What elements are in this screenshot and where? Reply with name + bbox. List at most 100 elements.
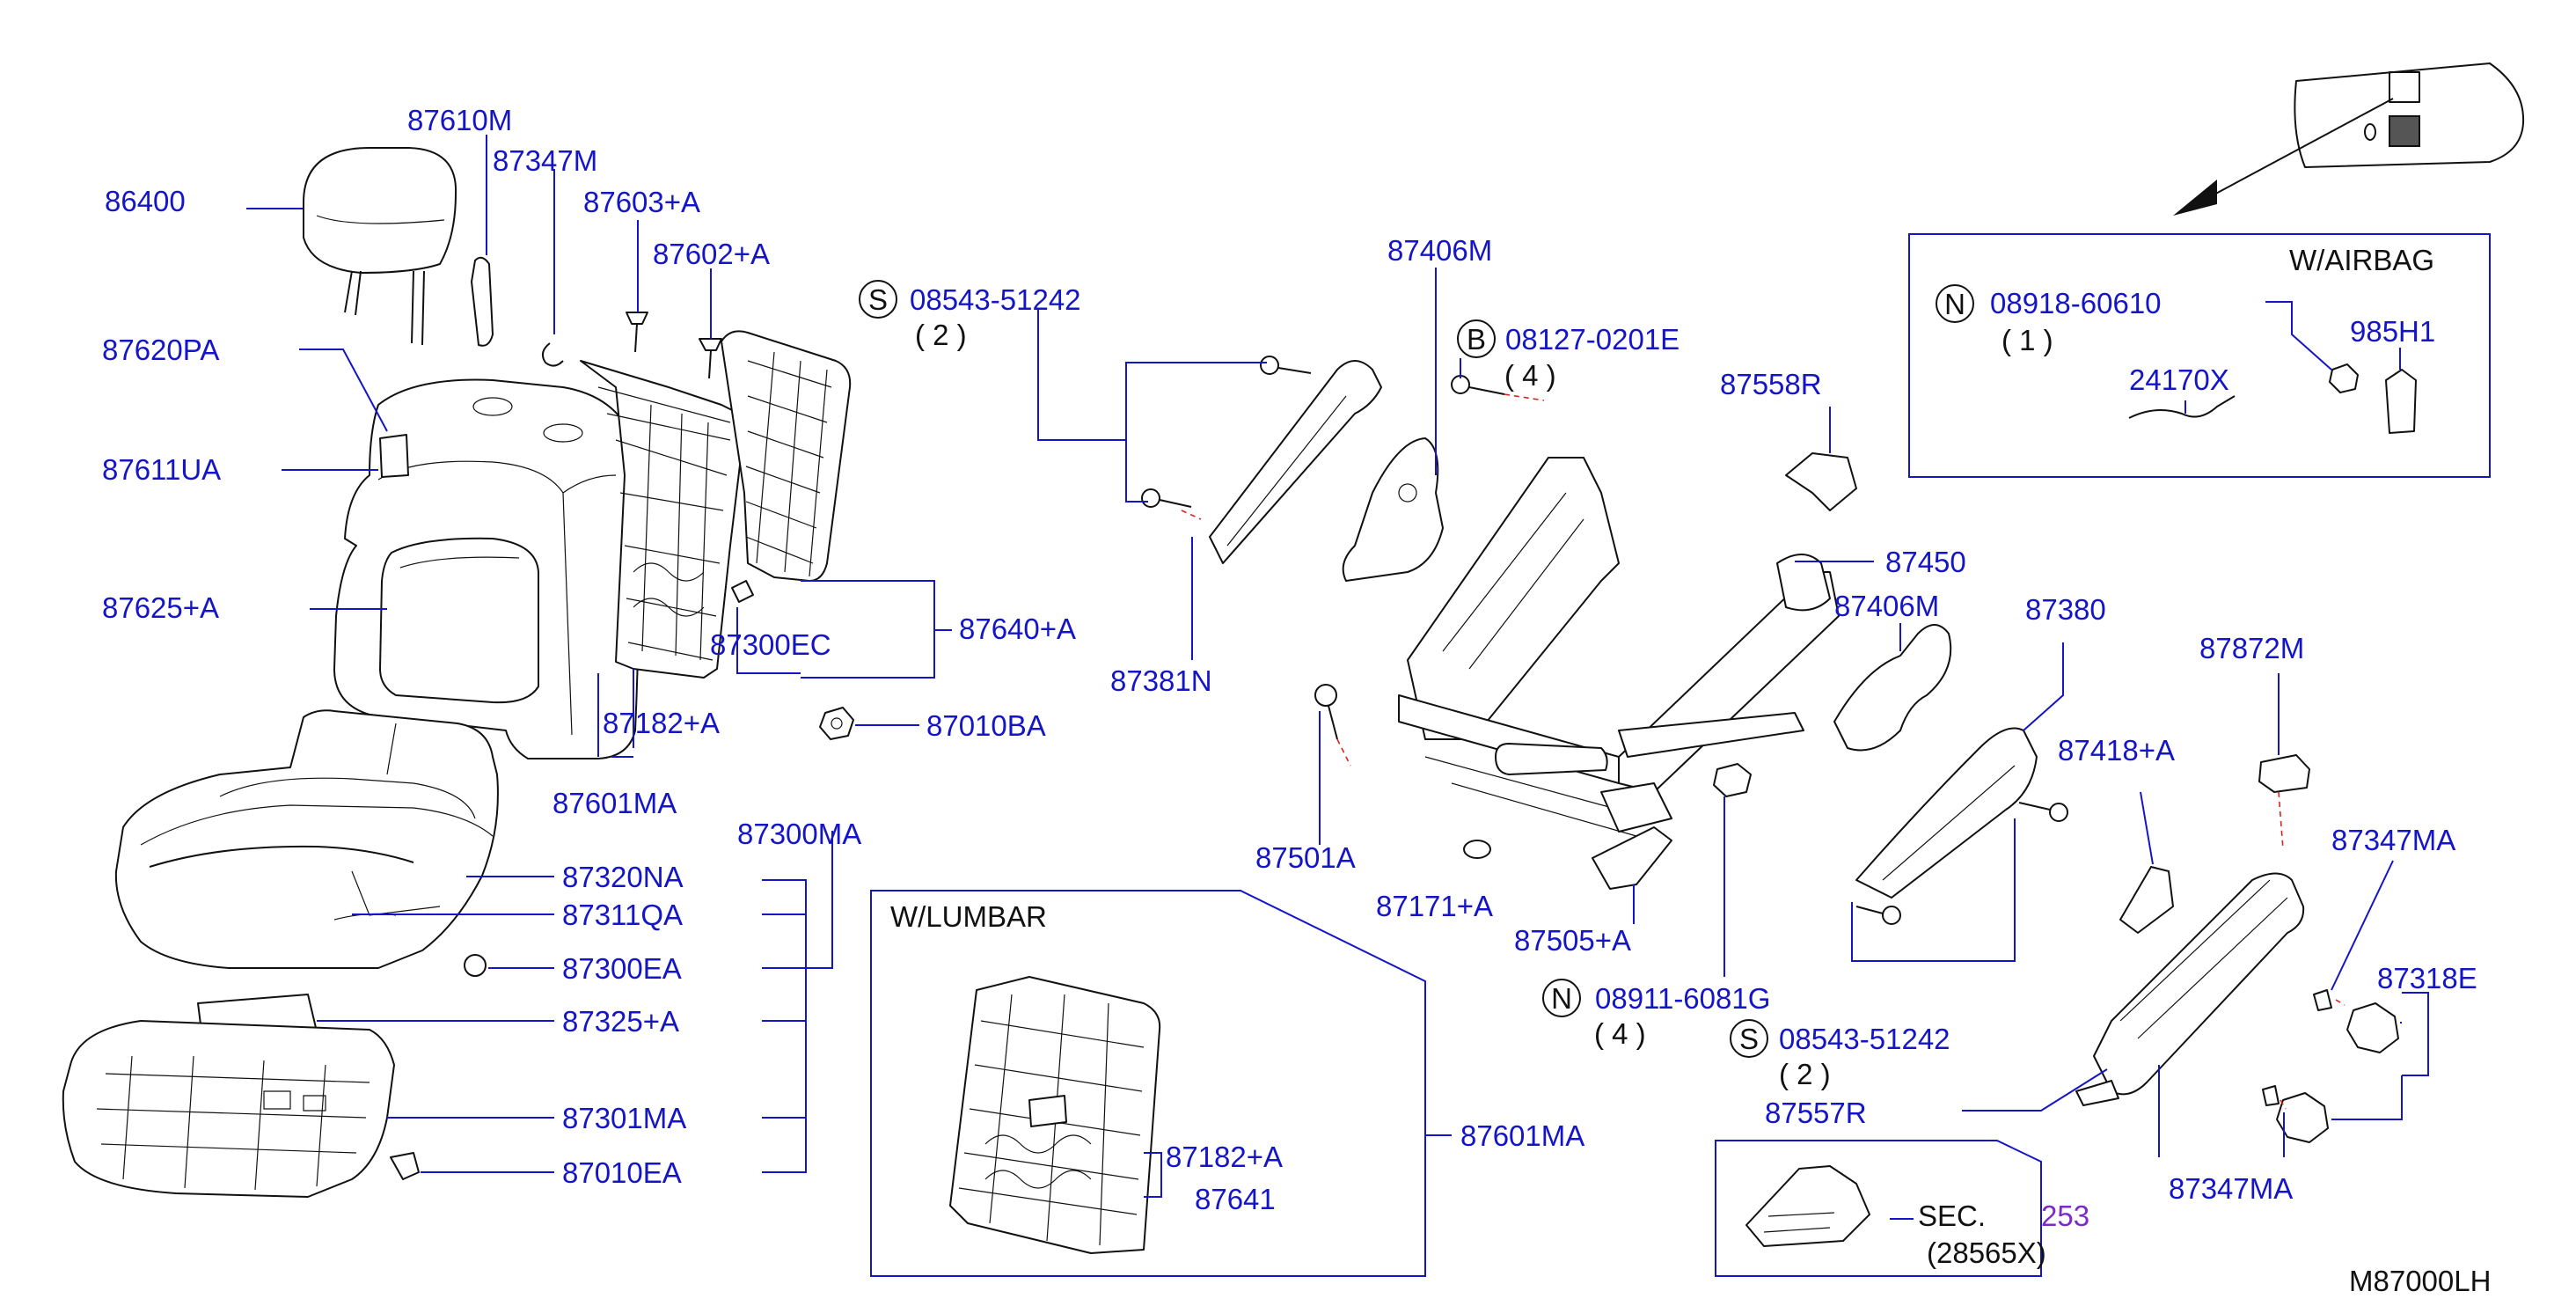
label-87625A: 87625+A bbox=[102, 591, 219, 624]
seat-back-cushion bbox=[333, 378, 640, 759]
pad-part-87872M bbox=[2258, 754, 2310, 793]
seat-track-frame bbox=[1398, 457, 1840, 837]
label-87406M-right: 87406M bbox=[1834, 590, 1939, 622]
nut-part-87010BA bbox=[819, 707, 854, 740]
knob-part-87418A bbox=[2119, 866, 2174, 934]
harness-part-24170X bbox=[2128, 395, 2236, 419]
label-87557R: 87557R bbox=[1765, 1097, 1867, 1129]
letter-b-circle: B bbox=[1457, 319, 1496, 358]
label-87347M: 87347M bbox=[493, 144, 597, 177]
label-s-bolt-1: 08543-51242 bbox=[910, 283, 1081, 316]
label-s-bolt-1-qty: ( 2 ) bbox=[915, 319, 967, 351]
letter-s-circle-1: S bbox=[859, 280, 897, 319]
recliner-part-87381N bbox=[1209, 360, 1382, 564]
clip-part-87300EA bbox=[464, 954, 487, 977]
sensor-part-985H1 bbox=[2385, 369, 2417, 434]
sec-part: (28565X) bbox=[1927, 1236, 2046, 1269]
label-b-bolt-qty: ( 4 ) bbox=[1504, 359, 1556, 392]
bolt-part-b bbox=[1451, 375, 1505, 395]
svg-text:B: B bbox=[1467, 323, 1486, 356]
clip-part bbox=[541, 342, 564, 367]
label-87182A-top: 87182+A bbox=[603, 707, 720, 739]
bolt-part-s1b bbox=[1141, 488, 1192, 508]
headrest-part bbox=[303, 147, 457, 346]
clip-part-87347MA-a bbox=[2313, 989, 2332, 1011]
label-n-nut-qty: ( 4 ) bbox=[1594, 1017, 1646, 1050]
lumbar-title: W/LUMBAR bbox=[890, 900, 1047, 933]
recliner-plate-87406M-right bbox=[1833, 624, 1952, 752]
pin-part-87603 bbox=[626, 312, 648, 353]
cover-part-87557R bbox=[2075, 872, 2305, 1106]
label-87601MA-top: 87601MA bbox=[553, 787, 677, 819]
label-n-nut: 08911-6081G bbox=[1595, 982, 1770, 1015]
leader-lines bbox=[246, 135, 2429, 1220]
bracket-part-87505A bbox=[1592, 826, 1672, 890]
label-87611UA: 87611UA bbox=[102, 453, 221, 486]
label-86400: 86400 bbox=[105, 185, 186, 217]
label-87602A: 87602+A bbox=[653, 238, 770, 270]
label-87603A: 87603+A bbox=[583, 186, 700, 218]
svg-text:S: S bbox=[1739, 1023, 1759, 1055]
label-87505A: 87505+A bbox=[1514, 924, 1631, 957]
recliner-cover-87380 bbox=[1855, 727, 2038, 899]
label-87318E: 87318E bbox=[2377, 962, 2477, 994]
label-87640A: 87640+A bbox=[959, 613, 1076, 645]
label-87171A: 87171+A bbox=[1376, 890, 1493, 922]
svg-text:S: S bbox=[868, 283, 888, 316]
bolt-part-s1a bbox=[1260, 356, 1312, 375]
label-s-bolt-2: 08543-51242 bbox=[1779, 1023, 1950, 1055]
label-87347MA-top: 87347MA bbox=[2331, 824, 2455, 856]
letter-s-circle-2: S bbox=[1730, 1019, 1768, 1058]
letter-n-circle-1: N bbox=[1542, 979, 1581, 1017]
label-87300EA: 87300EA bbox=[562, 952, 682, 985]
nut-part-985H1-a bbox=[2329, 363, 2359, 393]
label-87010BA: 87010BA bbox=[926, 709, 1046, 742]
label-87620PA: 87620PA bbox=[102, 334, 219, 366]
airbag-title: W/AIRBAG bbox=[2289, 244, 2434, 276]
label-87450: 87450 bbox=[1885, 546, 1966, 578]
lumbar-frame bbox=[949, 976, 1161, 1254]
label-87381N: 87381N bbox=[1110, 664, 1212, 697]
nut-part-n bbox=[1713, 763, 1752, 797]
label-s-bolt-2-qty: ( 2 ) bbox=[1779, 1058, 1831, 1090]
seat-cushion bbox=[114, 709, 499, 969]
label-87320NA: 87320NA bbox=[562, 861, 684, 893]
clip-part-87300EC bbox=[731, 580, 754, 603]
bolt-part-s2b bbox=[1855, 906, 1901, 925]
knob-part-87318E-b bbox=[2276, 1092, 2329, 1143]
label-87010EA: 87010EA bbox=[562, 1156, 682, 1189]
lumbar-box bbox=[870, 890, 1426, 1277]
seat-cushion-frame bbox=[62, 1020, 395, 1198]
letter-n-circle-2: N bbox=[1936, 284, 1974, 323]
bolt-part-87501A bbox=[1314, 684, 1338, 740]
label-87610M: 87610M bbox=[407, 104, 512, 136]
clip-part-87347MA-b bbox=[2262, 1085, 2280, 1106]
sec-number: 253 bbox=[2041, 1200, 2089, 1232]
label-n-airbag: 08918-60610 bbox=[1990, 287, 2162, 319]
seat-back-board bbox=[721, 330, 852, 582]
label-24170X: 24170X bbox=[2129, 363, 2229, 396]
label-n-airbag-qty: ( 1 ) bbox=[2002, 324, 2053, 356]
recliner-plate-87406M bbox=[1342, 437, 1444, 582]
label-87406M-top: 87406M bbox=[1387, 234, 1492, 267]
sec-text: SEC. bbox=[1918, 1200, 1986, 1232]
label-87380: 87380 bbox=[2025, 593, 2106, 626]
clip-part-87010EA bbox=[390, 1152, 420, 1180]
label-b-bolt: 08127-0201E bbox=[1505, 323, 1680, 356]
label-87418A: 87418+A bbox=[2058, 734, 2175, 767]
seat-icon-inset bbox=[2294, 62, 2525, 168]
label-87300EC: 87300EC bbox=[710, 628, 831, 661]
svg-text:N: N bbox=[1944, 288, 1965, 320]
label-87301MA: 87301MA bbox=[562, 1102, 686, 1134]
knob-part-87318E-a bbox=[2346, 1002, 2399, 1053]
label-87300MA: 87300MA bbox=[737, 818, 861, 850]
diagram-code: M87000LH bbox=[2349, 1265, 2491, 1297]
label-985H1: 985H1 bbox=[2350, 315, 2435, 348]
cover-part-87171A bbox=[1463, 840, 1491, 859]
bracket-part-87558R bbox=[1785, 452, 1857, 511]
label-87347MA-bottom: 87347MA bbox=[2169, 1172, 2293, 1205]
label-87311QA: 87311QA bbox=[562, 899, 683, 931]
arrow-icon bbox=[2173, 98, 2394, 216]
section-ref-part bbox=[1745, 1165, 1870, 1247]
